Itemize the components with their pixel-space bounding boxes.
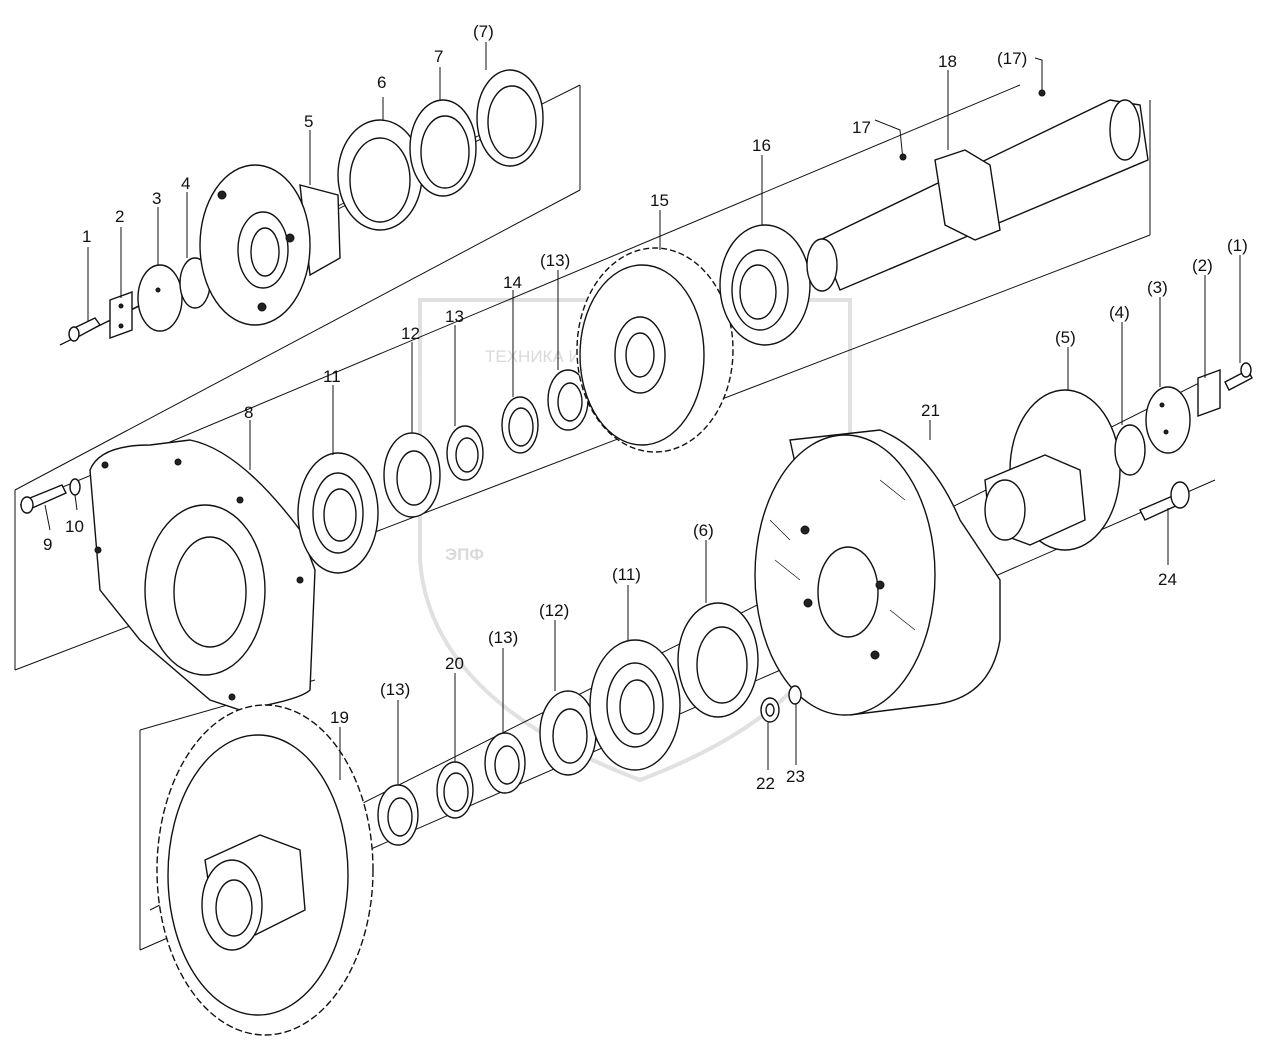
label-7: 7 [434, 47, 443, 66]
label-18: 18 [938, 52, 957, 71]
part-5p-flange [984, 389, 1121, 551]
part-7p-ring [476, 69, 544, 167]
part-11-bearing [297, 452, 379, 574]
part-8-housing-cover [89, 439, 316, 711]
label-5: 5 [304, 112, 313, 131]
label-17: 17 [852, 118, 871, 137]
part-6-ring [337, 119, 423, 231]
part-23-washer [788, 685, 802, 705]
label-13-paren-b: (13) [380, 680, 410, 699]
part-6p-ring [677, 602, 759, 718]
label-6-paren: (6) [693, 521, 714, 540]
label-16: 16 [752, 136, 771, 155]
label-17-paren: (17) [997, 49, 1027, 68]
label-13-paren-a: (13) [540, 251, 570, 270]
label-11-paren: (11) [612, 565, 641, 584]
label-11: 11 [323, 367, 341, 386]
part-2-lock-plate [109, 291, 133, 339]
label-19: 19 [330, 708, 349, 727]
label-4-paren: (4) [1109, 303, 1130, 322]
label-21: 21 [921, 401, 940, 420]
part-2p-lock-plate [1197, 369, 1221, 417]
label-6: 6 [377, 73, 386, 92]
label-13-paren-c: (13) [488, 628, 518, 647]
part-18-shaft [806, 99, 1149, 292]
part-9-bolt [20, 484, 67, 514]
label-1: 1 [82, 227, 91, 246]
label-13: 13 [445, 307, 464, 326]
label-4: 4 [181, 174, 190, 193]
label-9: 9 [43, 535, 52, 554]
label-10: 10 [65, 517, 84, 536]
label-12-paren: (12) [539, 601, 569, 620]
label-20: 20 [445, 654, 464, 673]
label-15: 15 [650, 191, 669, 210]
part-24-bolt [1139, 481, 1190, 521]
part-4p-shim [1114, 424, 1146, 476]
label-12: 12 [401, 324, 420, 343]
label-2: 2 [115, 207, 124, 226]
part-5-flange [199, 164, 341, 326]
part-12-ring [383, 432, 441, 518]
leader-lines [44, 42, 1241, 785]
part-21-drum [754, 429, 1001, 716]
part-1-bolt [68, 317, 102, 342]
part-13-needle-bearing [446, 425, 484, 481]
label-24: 24 [1158, 570, 1177, 589]
label-3: 3 [152, 189, 161, 208]
label-14: 14 [503, 273, 522, 292]
part-12p-ring [539, 690, 597, 776]
part-15-gear [576, 247, 734, 453]
part-13pc-needle-bearing [484, 732, 526, 794]
watermark-logo: ЭПФ [445, 545, 484, 564]
part-3-washer-plate [137, 264, 183, 332]
part-labels: 1 2 3 4 5 6 7 (7) 8 9 10 11 12 13 (13) 1… [43, 22, 1248, 793]
part-19-large-gear [156, 704, 374, 1036]
part-22-nut [760, 697, 780, 723]
part-11p-bearing [589, 639, 681, 771]
label-22: 22 [756, 774, 775, 793]
part-3p-washer-plate [1145, 386, 1191, 454]
part-7-ring [409, 99, 477, 197]
part-16-coupling [719, 224, 811, 346]
label-2-paren: (2) [1192, 256, 1213, 275]
label-23: 23 [786, 767, 805, 786]
part-1p-bolt [1224, 362, 1253, 391]
label-8: 8 [244, 403, 253, 422]
label-5-paren: (5) [1055, 328, 1076, 347]
label-7-paren: (7) [473, 22, 494, 41]
part-20-ring [436, 761, 474, 819]
label-1-paren: (1) [1227, 236, 1248, 255]
label-3-paren: (3) [1147, 278, 1168, 297]
part-14-ring [501, 396, 539, 454]
part-13pb-needle-bearing [377, 784, 419, 846]
part-13p-needle-bearing [547, 369, 589, 431]
part-10-washer [69, 478, 81, 496]
